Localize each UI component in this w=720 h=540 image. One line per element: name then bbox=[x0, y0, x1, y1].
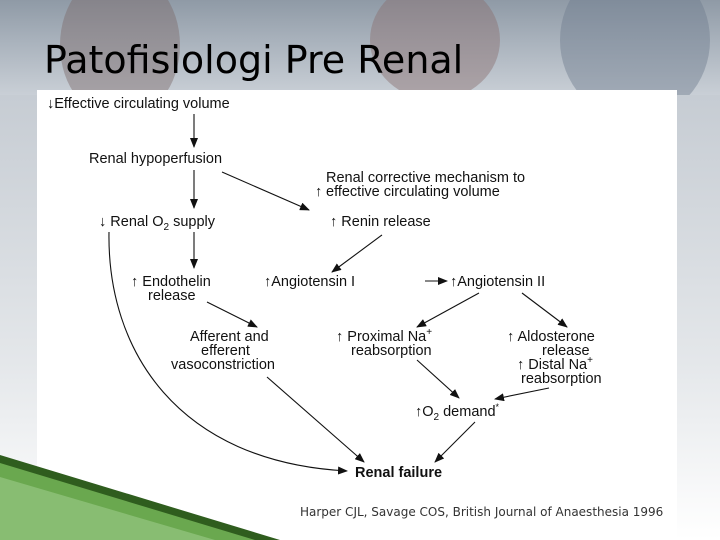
node-angiotensin-ii: ↑Angiotensin II bbox=[450, 274, 545, 290]
background-photo bbox=[0, 0, 720, 120]
node-endothelin-line1: ↑ Endothelin bbox=[131, 274, 211, 290]
arrow-distal-to-o2-demand bbox=[494, 387, 550, 402]
node-aldosterone-line1: ↑ Aldosterone bbox=[507, 329, 595, 345]
diagram-figure: ↓Effective circulating volume Renal hypo… bbox=[37, 90, 677, 485]
background-side bbox=[677, 95, 720, 540]
node-proximal-na-line1: ↑ Proximal Na+ bbox=[336, 327, 432, 345]
node-renal-hypoperfusion: Renal hypoperfusion bbox=[89, 151, 222, 167]
node-renal-failure: Renal failure bbox=[355, 465, 442, 481]
node-renal-o2-supply: ↓ Renal O2 supply bbox=[99, 214, 216, 233]
arrow-o2-demand-to-renal-failure bbox=[434, 421, 476, 463]
arrow-hypoperfusion-to-corrective bbox=[221, 171, 310, 211]
corner-decoration bbox=[0, 455, 280, 540]
arrow-endothelin-to-vasoconstriction bbox=[206, 301, 258, 328]
node-effective-circulating-volume: ↓Effective circulating volume bbox=[47, 96, 230, 112]
node-endothelin-line2: release bbox=[148, 288, 196, 304]
node-aldosterone-line2: release bbox=[542, 343, 590, 359]
node-corrective-mechanism-line1: Renal corrective mechanism to bbox=[326, 170, 525, 186]
arrow-angiotensin-ii-to-proximal bbox=[416, 292, 480, 328]
citation: Harper CJL, Savage COS, British Journal … bbox=[300, 505, 664, 519]
node-distal-na-line1: ↑ Distal Na+ bbox=[517, 355, 593, 373]
arrow-renin-to-angiotensin-i bbox=[331, 234, 383, 273]
node-proximal-na-line2: reabsorption bbox=[351, 343, 432, 359]
node-o2-demand: ↑O2 demand* bbox=[415, 402, 500, 423]
arrow-o2-supply-to-renal-failure bbox=[108, 231, 348, 475]
node-afferent-line3: vasoconstriction bbox=[171, 357, 275, 373]
flow-diagram: ↓Effective circulating volume Renal hypo… bbox=[47, 96, 602, 481]
node-angiotensin-i: ↑Angiotensin I bbox=[264, 274, 355, 290]
arrow-vasoconstriction-to-renal-failure bbox=[266, 376, 365, 463]
node-afferent-line1: Afferent and bbox=[190, 329, 269, 345]
node-corrective-mechanism-line2: effective circulating volume bbox=[326, 184, 500, 200]
arrow-proximal-to-o2-demand bbox=[416, 359, 460, 399]
node-afferent-line2: efferent bbox=[201, 343, 250, 359]
arrow-angiotensin-ii-to-aldosterone bbox=[521, 292, 568, 328]
node-distal-na-line2: reabsorption bbox=[521, 371, 602, 387]
background-figure bbox=[370, 0, 500, 100]
node-renin-release: ↑ Renin release bbox=[330, 214, 431, 230]
slide-title: Patofisiologi Pre Renal bbox=[44, 38, 464, 82]
node-corrective-up-arrow: ↑ bbox=[315, 184, 322, 200]
